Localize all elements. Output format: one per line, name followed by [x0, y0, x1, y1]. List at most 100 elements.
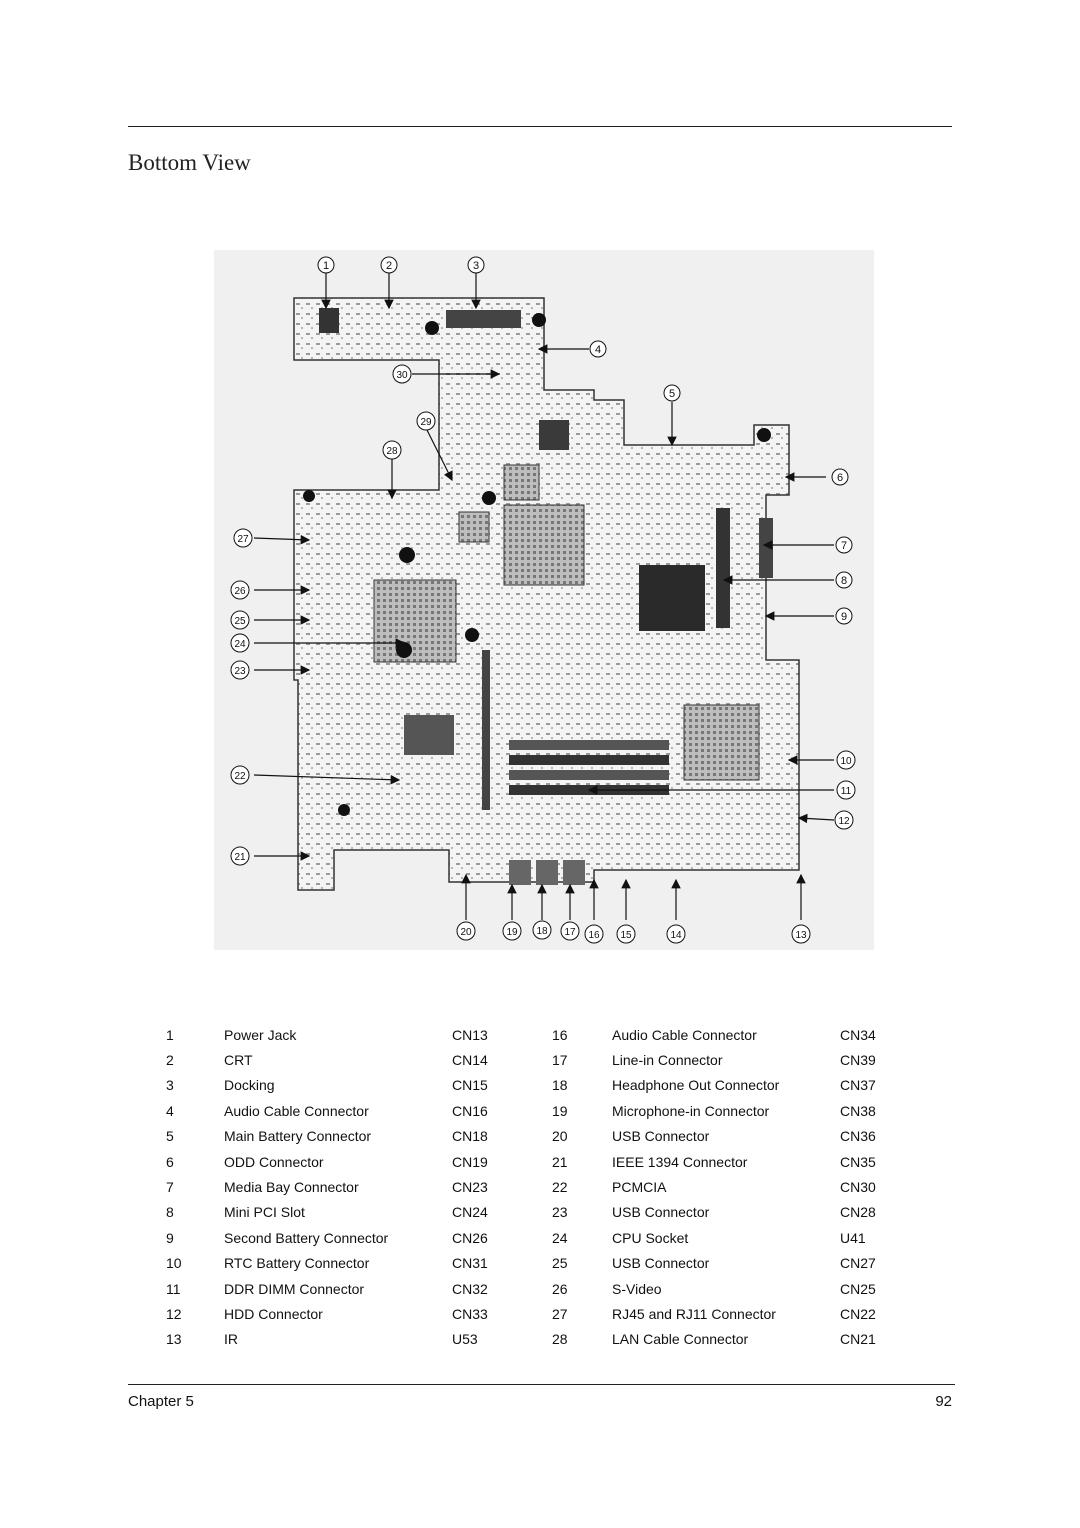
connector-ref: CN35	[840, 1153, 876, 1170]
svg-text:29: 29	[420, 417, 432, 428]
svg-text:7: 7	[841, 540, 847, 552]
svg-text:16: 16	[588, 930, 600, 941]
svg-text:8: 8	[841, 575, 847, 587]
connector-ref: CN13	[452, 1026, 488, 1043]
connector-ref: CN39	[840, 1052, 876, 1069]
callout-9: 9	[835, 607, 853, 625]
connector-ref: CN30	[840, 1179, 876, 1196]
item-number: 5	[166, 1128, 174, 1145]
callout-24: 24	[230, 633, 250, 653]
connector-ref: CN15	[452, 1077, 488, 1094]
callout-28: 28	[382, 440, 402, 460]
item-number: 4	[166, 1102, 174, 1119]
item-number: 8	[166, 1204, 174, 1221]
callout-20: 20	[456, 921, 476, 941]
part-name: Audio Cable Connector	[612, 1026, 757, 1043]
part-name: Media Bay Connector	[224, 1179, 359, 1196]
callout-15: 15	[616, 924, 636, 944]
item-number: 28	[552, 1331, 568, 1348]
callout-23: 23	[230, 660, 250, 680]
item-number: 3	[166, 1077, 174, 1094]
callout-11: 11	[836, 780, 856, 800]
part-name: PCMCIA	[612, 1179, 667, 1196]
connector-ref: U41	[840, 1229, 866, 1246]
part-name: Docking	[224, 1077, 275, 1094]
svg-text:3: 3	[473, 260, 479, 272]
item-number: 22	[552, 1179, 568, 1196]
connector-ref: CN33	[452, 1305, 488, 1322]
connector-ref: CN25	[840, 1280, 876, 1297]
connector-ref: CN26	[452, 1229, 488, 1246]
svg-text:18: 18	[536, 926, 548, 937]
part-name: RTC Battery Connector	[224, 1255, 370, 1272]
svg-text:21: 21	[234, 852, 246, 863]
callout-14: 14	[666, 924, 686, 944]
part-name: RJ45 and RJ11 Connector	[612, 1305, 776, 1322]
part-name: Microphone-in Connector	[612, 1102, 770, 1119]
svg-text:10: 10	[840, 756, 852, 767]
item-number: 12	[166, 1305, 182, 1322]
connector-ref: CN34	[840, 1026, 876, 1043]
connector-ref: CN18	[452, 1128, 488, 1145]
connector-ref: CN31	[452, 1255, 488, 1272]
connector-ref: CN37	[840, 1077, 876, 1094]
part-name: USB Connector	[612, 1255, 710, 1272]
svg-text:22: 22	[234, 771, 246, 782]
callout-13: 13	[791, 924, 811, 944]
item-number: 13	[166, 1331, 182, 1348]
callout-19: 19	[502, 921, 522, 941]
footer-page-number: 92	[935, 1393, 952, 1410]
part-name: Second Battery Connector	[224, 1229, 389, 1246]
svg-text:5: 5	[669, 388, 675, 400]
part-name: IEEE 1394 Connector	[612, 1153, 748, 1170]
connector-ref: CN36	[840, 1128, 876, 1145]
callout-3: 3	[467, 256, 485, 274]
svg-text:20: 20	[460, 927, 472, 938]
part-name: S-Video	[612, 1280, 662, 1297]
item-number: 23	[552, 1204, 568, 1221]
callout-8: 8	[835, 571, 853, 589]
svg-text:24: 24	[234, 639, 246, 650]
svg-text:26: 26	[234, 586, 246, 597]
part-name: ODD Connector	[224, 1153, 324, 1170]
part-name: Mini PCI Slot	[224, 1204, 305, 1221]
part-name: CPU Socket	[612, 1229, 689, 1246]
connector-ref: CN14	[452, 1052, 488, 1069]
svg-text:15: 15	[620, 930, 632, 941]
motherboard-diagram: 1 2 3 4 5 6 7 8 9 10 11 12 13 14 15 16 1…	[214, 250, 874, 950]
svg-text:9: 9	[841, 611, 847, 623]
page-title: Bottom View	[128, 150, 251, 175]
callout-21: 21	[230, 846, 250, 866]
callout-16: 16	[584, 924, 604, 944]
callout-12: 12	[834, 810, 854, 830]
callout-6: 6	[831, 468, 849, 486]
connector-ref: CN28	[840, 1204, 876, 1221]
item-number: 25	[552, 1255, 568, 1272]
item-number: 16	[552, 1026, 568, 1043]
bottom-rule	[128, 1384, 955, 1385]
item-number: 18	[552, 1077, 568, 1094]
item-number: 19	[552, 1102, 568, 1119]
callout-2: 2	[380, 256, 398, 274]
part-name: Main Battery Connector	[224, 1128, 372, 1145]
part-name: LAN Cable Connector	[612, 1331, 749, 1348]
callout-25: 25	[230, 610, 250, 630]
part-name: USB Connector	[612, 1204, 710, 1221]
part-name: Power Jack	[224, 1026, 297, 1043]
connector-ref: U53	[452, 1331, 478, 1348]
svg-text:13: 13	[795, 930, 807, 941]
item-number: 17	[552, 1052, 568, 1069]
part-name: Line-in Connector	[612, 1052, 723, 1069]
connector-ref: CN21	[840, 1331, 876, 1348]
callout-5: 5	[663, 384, 681, 402]
callout-17: 17	[560, 921, 580, 941]
